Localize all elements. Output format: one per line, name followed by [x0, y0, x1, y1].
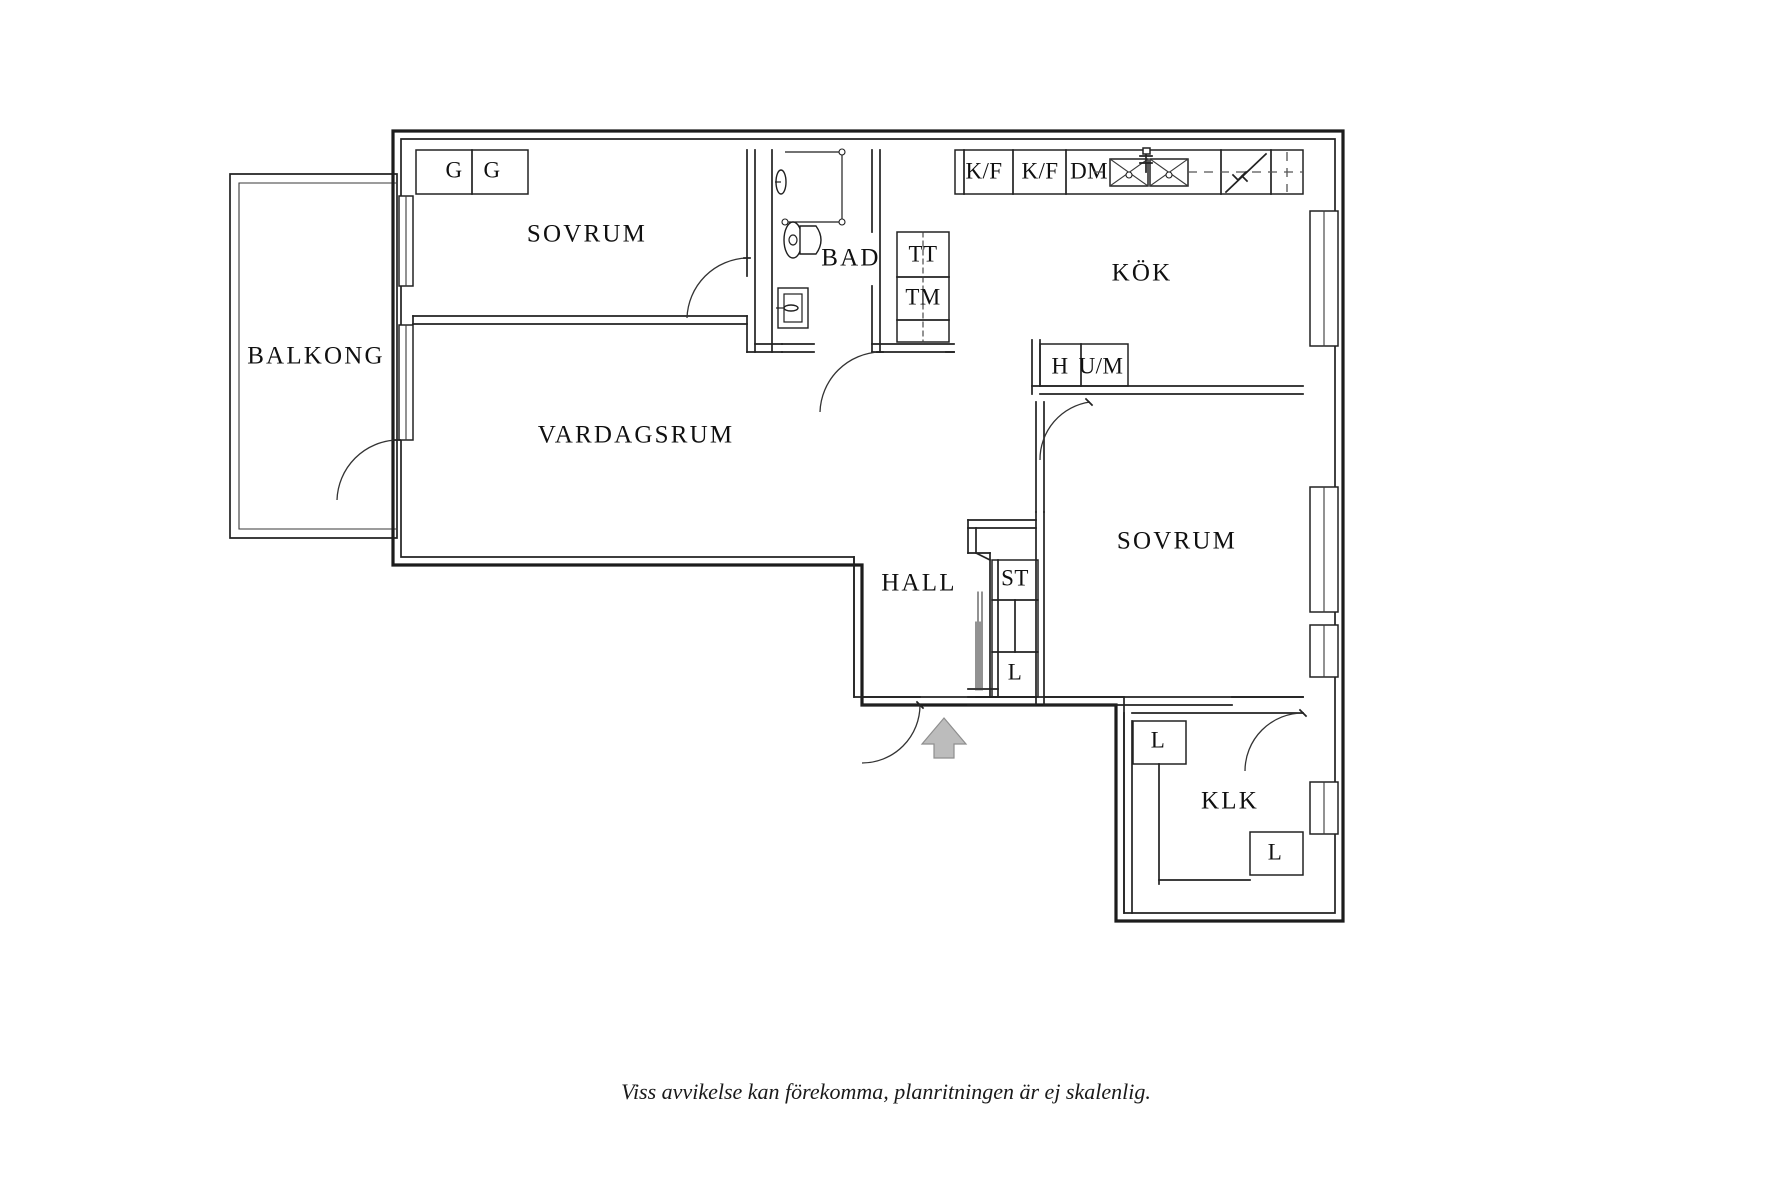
- wardrobe-g-1-label: G: [445, 157, 462, 182]
- fridge-kf-2-label: K/F: [1022, 158, 1059, 183]
- wc-toilet-icon: [783, 221, 822, 259]
- window-group-west: [398, 195, 414, 441]
- closet-l-klk-2-label: L: [1268, 839, 1282, 864]
- klk-closets: L L: [1132, 720, 1304, 885]
- room-label-hall: HALL: [881, 570, 956, 597]
- room-label-sovrum-se: SOVRUM: [1117, 528, 1237, 555]
- balcony-outline: [229, 173, 398, 539]
- wardrobe-g-2-label: G: [483, 157, 500, 182]
- kitchen-sink-icon: [1109, 147, 1189, 187]
- cabinet-block-hum: H U/M: [1039, 343, 1129, 387]
- closet-h-label: H: [1051, 353, 1068, 378]
- dryer-tt-label: TT: [909, 241, 938, 266]
- washbasin-icon: [776, 287, 809, 329]
- closet-l-klk-1-label: L: [1151, 727, 1165, 752]
- cabinet-um-label: U/M: [1079, 353, 1124, 378]
- bathroom-fixtures: [775, 148, 846, 329]
- window-group-east: [1309, 210, 1339, 835]
- closet-l-hall-label: L: [1008, 659, 1022, 684]
- fridge-kf-1-label: K/F: [966, 158, 1003, 183]
- door-swings: [336, 257, 1308, 772]
- room-label-vardagsrum: VARDAGSRUM: [538, 422, 735, 449]
- closet-column-hall: ST L: [975, 559, 1039, 698]
- room-label-balkong: BALKONG: [247, 343, 385, 370]
- room-label-bad: BAD: [821, 245, 880, 272]
- dishwasher-dm-label: DM: [1070, 158, 1108, 183]
- room-label-sovrum-nw: SOVRUM: [527, 221, 647, 248]
- stove-icon: [1224, 152, 1268, 194]
- wardrobe-block-nw: G G: [415, 149, 529, 195]
- entrance-direction-arrow: [920, 717, 968, 759]
- laundry-stack: TT TM: [896, 231, 950, 343]
- kitchen-counter-row: K/F K/F DM: [954, 147, 1304, 195]
- plan-caption: Viss avvikelse kan förekomma, planritnin…: [621, 1079, 1151, 1104]
- room-labels: BALKONG SOVRUM BAD KÖK VARDAGSRUM HALL S…: [247, 221, 1259, 815]
- washer-tm-label: TM: [905, 284, 940, 309]
- room-label-klk: KLK: [1201, 788, 1259, 815]
- room-label-kok: KÖK: [1112, 260, 1173, 287]
- interior-walls: [412, 149, 1304, 914]
- storage-st-label: ST: [1001, 565, 1029, 590]
